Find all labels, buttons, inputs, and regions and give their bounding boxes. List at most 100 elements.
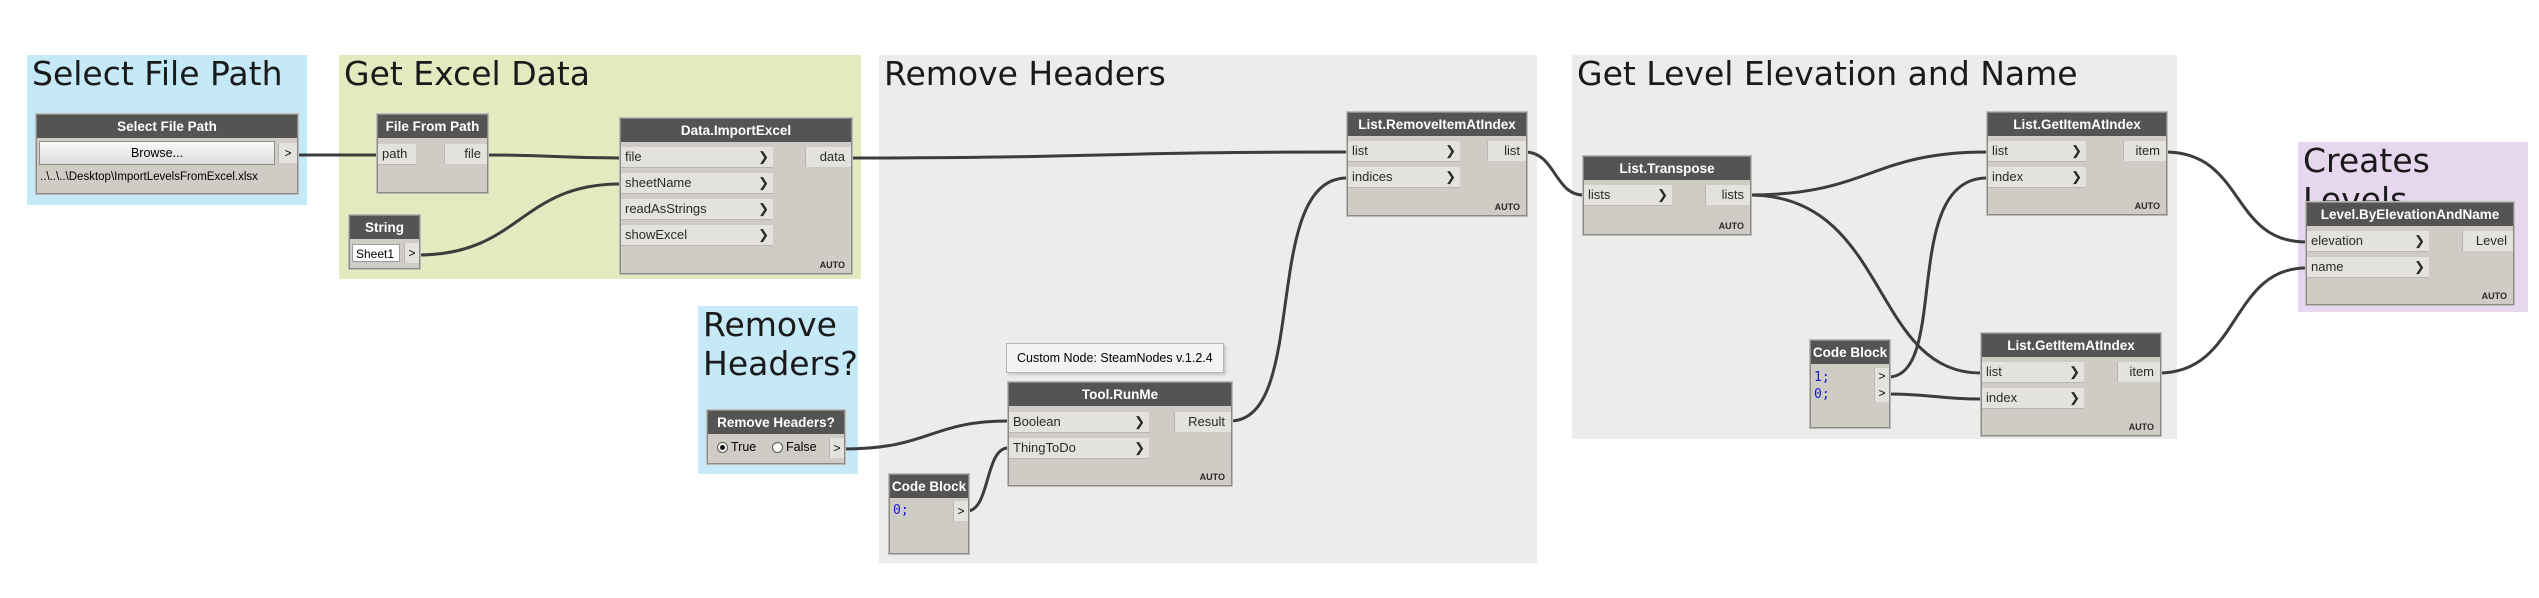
node-title: Data.ImportExcel [621,119,851,142]
browse-button[interactable]: Browse... [39,141,275,165]
port-label: elevation [2311,233,2364,248]
radio-selected-icon [717,442,728,454]
input-port-indices[interactable]: indices❯ [1348,167,1460,188]
group-title: Remove Headers [884,54,1166,93]
chevron-right-icon: ❯ [1134,414,1145,429]
output-port-result[interactable]: Result [1174,412,1231,432]
select-file-path-node[interactable]: Select File Path Browse... > ..\..\..\De… [36,114,298,194]
file-from-path-node[interactable]: File From Path path file [377,114,488,193]
port-label: lists [1721,187,1744,202]
level-by-elevation-and-name-node[interactable]: Level.ByElevationAndName elevation ❯ name… [2306,202,2514,305]
true-radio-button[interactable]: True [717,440,756,454]
lacing-indicator: AUTO [819,260,845,270]
chevron-right-icon: ❯ [2069,390,2080,405]
list-remove-item-at-index-node[interactable]: List.RemoveItemAtIndex list❯ indices❯ li… [1347,112,1527,216]
chevron-right-icon: ❯ [2414,233,2425,248]
port-label: ThingToDo [1013,440,1076,455]
input-port-lists[interactable]: lists❯ [1584,185,1672,206]
chevron-right-icon: ❯ [1657,187,1668,202]
chevron-right-icon: ❯ [2071,143,2082,158]
string-node[interactable]: String Sheet1 > [349,215,420,269]
port-label: path [382,146,408,161]
chevron-right-icon: ❯ [758,227,769,242]
node-title: List.GetItemAtIndex [1988,113,2166,136]
port-label: Level [2475,233,2507,248]
lacing-indicator: AUTO [1199,472,1225,482]
chevron-right-icon: ❯ [2071,169,2082,184]
radio-unselected-icon [772,442,783,454]
port-label: showExcel [625,227,688,242]
port-label: file [625,149,642,164]
input-port-list[interactable]: list❯ [1982,362,2084,383]
chevron-right-icon: ❯ [2414,259,2425,274]
output-port[interactable]: > [278,143,297,163]
chevron-right-icon: ❯ [758,149,769,164]
output-port-list[interactable]: list [1487,141,1526,161]
node-title: List.Transpose [1584,157,1750,180]
port-label: index [1992,169,2024,184]
input-port-sheetname[interactable]: sheetName❯ [621,173,773,194]
list-get-item-at-index-node-2[interactable]: List.GetItemAtIndex list❯ index ❯ item AU… [1981,333,2161,436]
input-port-list[interactable]: list❯ [1348,141,1460,162]
output-port-data[interactable]: data [805,147,851,167]
input-port-elevation[interactable]: elevation ❯ [2307,231,2429,252]
chevron-right-icon: ❯ [2069,364,2080,379]
input-port-index[interactable]: index ❯ [1982,388,2084,409]
code-line[interactable]: 1; [1814,370,1830,385]
list-transpose-node[interactable]: List.Transpose lists❯ lists AUTO [1583,156,1751,235]
input-port-path[interactable]: path [378,144,416,165]
code-block-node[interactable]: Code Block 1; 0; > > [1810,340,1890,428]
node-title: Code Block [1811,341,1889,364]
list-get-item-at-index-node-1[interactable]: List.GetItemAtIndex list❯ index❯ item AU… [1987,112,2167,215]
lacing-indicator: AUTO [1718,221,1744,231]
input-port-file[interactable]: file ❯ [621,147,773,168]
port-label: name [2311,259,2344,274]
false-radio-button[interactable]: False [772,440,817,454]
input-port-name[interactable]: name ❯ [2307,257,2429,278]
output-port-item[interactable]: item [2117,362,2160,382]
node-title: Code Block [890,475,968,498]
port-label: file [464,146,481,161]
output-port-lists[interactable]: lists [1705,185,1750,205]
group-title: Select File Path [32,54,283,93]
output-port[interactable]: > [1874,385,1889,402]
input-port-boolean[interactable]: Boolean❯ [1009,412,1149,433]
output-port[interactable]: > [1874,368,1889,385]
output-port-item[interactable]: item [2123,141,2166,161]
input-port-index[interactable]: index ❯ [1988,167,2086,188]
data-import-excel-node[interactable]: Data.ImportExcel file❯ sheetName❯ readAs… [620,118,852,274]
port-label: sheetName [625,175,692,190]
wire[interactable] [2158,266,2307,375]
input-port-list[interactable]: list❯ [1988,141,2086,162]
chevron-right-icon: ❯ [1134,440,1145,455]
code-text[interactable]: 0; [893,503,909,518]
tool-runme-node[interactable]: Tool.RunMe Boolean❯ ThingToDo❯ Result AU… [1008,382,1232,486]
input-port-showexcel[interactable]: showExcel ❯ [621,225,773,246]
output-port[interactable]: > [404,243,419,263]
lacing-indicator: AUTO [2481,291,2507,301]
node-title: Remove Headers? [708,411,844,434]
output-port[interactable]: > [829,438,844,458]
file-path-value: ..\..\..\Desktop\ImportLevelsFromExcel.x… [40,171,258,183]
group-title: Get Excel Data [344,54,591,93]
remove-headers-toggle-node[interactable]: Remove Headers? True False > [707,410,845,464]
lacing-indicator: AUTO [2128,422,2154,432]
input-port-readasstrings[interactable]: readAsStrings ❯ [621,199,773,220]
code-block-node[interactable]: Code Block 0; > [889,474,969,554]
group-title: Remove Headers? [703,305,858,383]
port-label: index [1986,390,2018,405]
output-port-level[interactable]: Level [2462,231,2513,251]
string-value-field[interactable]: Sheet1 [352,244,400,262]
output-port-file[interactable]: file [444,144,487,164]
chevron-right-icon: ❯ [758,201,769,216]
input-port-thingtodo[interactable]: ThingToDo ❯ [1009,438,1149,459]
output-port[interactable]: > [953,501,968,521]
node-title: List.GetItemAtIndex [1982,334,2160,357]
node-title: List.RemoveItemAtIndex [1348,113,1526,136]
lacing-indicator: AUTO [1494,202,1520,212]
code-line[interactable]: 0; [1814,387,1830,402]
port-label: readAsStrings [625,201,707,216]
wire[interactable] [2164,150,2307,244]
node-title: Level.ByElevationAndName [2307,203,2513,226]
